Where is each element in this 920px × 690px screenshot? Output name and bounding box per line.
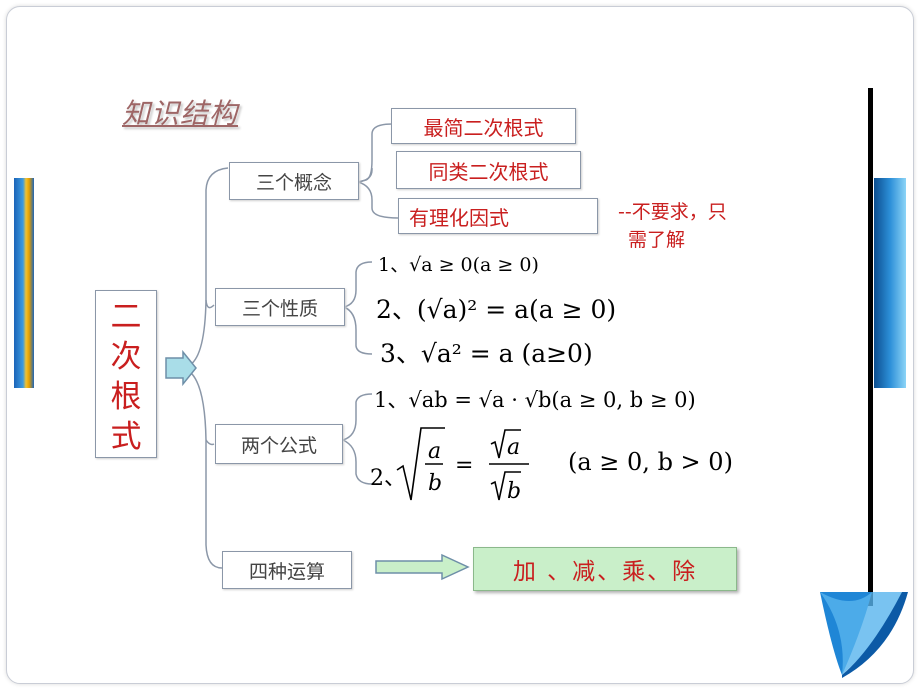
main-topic-box: 二 次 根 式 <box>95 290 157 458</box>
svg-text:a: a <box>507 435 520 460</box>
right-accent-bar <box>874 178 906 388</box>
left-accent-bar <box>14 178 34 388</box>
svg-text:b: b <box>507 479 521 504</box>
formula-product: 1、√ab = √a · √b(a ≥ 0, b ≥ 0) <box>374 388 696 412</box>
property-formula-2: 2、(√a)² = a(a ≥ 0) <box>376 295 617 324</box>
branch-operations: 四种运算 <box>222 551 352 589</box>
concept-rationalizing-factor: 有理化因式 <box>398 198 598 234</box>
concept-simplest-radical: 最简二次根式 <box>391 108 576 144</box>
property-formula-3: 3、√a² = a (a≥0) <box>380 339 593 368</box>
operations-arrow-icon <box>375 553 470 581</box>
concept-like-radicals: 同类二次根式 <box>396 151 581 189</box>
branch-formulas: 两个公式 <box>215 424 343 464</box>
concept-note-line-2: 需了解 <box>628 229 686 251</box>
concept-note-line-1: --不要求，只 <box>618 201 727 223</box>
branch-concepts: 三个概念 <box>229 162 359 200</box>
property-formula-1: 1、√a ≥ 0(a ≥ 0) <box>378 254 539 276</box>
page-title: 知识结构 <box>122 97 239 130</box>
main-arrow-icon <box>165 349 197 387</box>
main-topic-char-3: 根 <box>110 379 142 415</box>
page-curl-icon <box>820 592 908 678</box>
formula-quotient-graphic: a b = a b <box>396 427 529 504</box>
svg-text:=: = <box>455 453 473 478</box>
right-divider-line <box>868 88 873 606</box>
branch-properties: 三个性质 <box>215 288 345 326</box>
formula-quotient-prefix: 2、 <box>370 466 406 491</box>
main-topic-char-1: 二 <box>110 299 142 335</box>
svg-text:b: b <box>428 471 442 496</box>
operations-result-box: 加 、减、乘、除 <box>473 547 737 591</box>
svg-text:a: a <box>428 439 441 464</box>
concept-note: --不要求，只 需了解 <box>618 198 727 254</box>
main-topic-char-2: 次 <box>110 339 142 375</box>
main-topic-char-4: 式 <box>110 419 142 455</box>
formula-quotient-condition: (a ≥ 0, b > 0) <box>568 448 733 476</box>
